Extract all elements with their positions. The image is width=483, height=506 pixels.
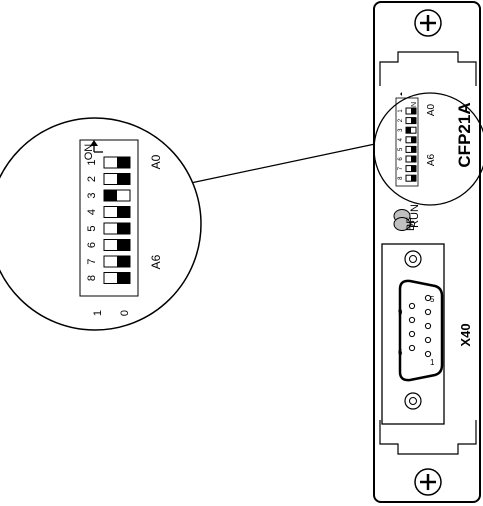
magnifier-source-circle — [373, 92, 483, 206]
dip-switch-number-8: 8 — [86, 275, 98, 281]
top-screw-icon — [414, 9, 442, 37]
module-dip-switch-number-1: 1 — [398, 109, 404, 113]
connector-top-screw-icon — [404, 250, 422, 268]
module-dip-switch-lever-5 — [411, 146, 416, 153]
module-dip-switch-lever-4 — [411, 136, 416, 143]
module-dip-switch-lever-8 — [411, 175, 416, 182]
sub-d-pin — [408, 302, 416, 310]
bf-led-label: BF — [405, 217, 417, 231]
dip-switch-lever-1 — [117, 157, 130, 168]
sub-d-pin — [424, 336, 432, 344]
module-dip-switch-lever-7 — [411, 165, 416, 172]
dip-switch-number-4: 4 — [86, 209, 98, 215]
dip-on-label: ON — [83, 144, 95, 161]
module-name-label: CFP21A — [455, 102, 474, 167]
dip-switch-lever-5 — [117, 223, 130, 234]
sub-d-pin — [424, 322, 432, 330]
module-dip-switch-number-8: 8 — [398, 176, 404, 180]
module-dip-switch-number-5: 5 — [398, 147, 404, 151]
bf-led-icon — [393, 217, 411, 231]
module-dip-switch-number-2: 2 — [398, 118, 404, 122]
dip-switch-number-6: 6 — [86, 242, 98, 248]
connector-label: X40 — [458, 323, 473, 346]
run-led-label: RUN — [409, 204, 421, 228]
dip-a0-label: A0 — [149, 154, 163, 169]
module-dip-switch-lever-3 — [406, 127, 411, 134]
pin-5-label: 5 — [430, 295, 435, 304]
pin-6-label: 6 — [398, 348, 403, 357]
sub-d-pin — [408, 330, 416, 338]
dip-switch-lever-6 — [117, 239, 130, 251]
module-dip-switch-number-7: 7 — [398, 166, 404, 170]
sub-d-pins — [408, 294, 432, 358]
magnifier-connector-line — [185, 143, 376, 185]
bottom-guide-bracket — [379, 420, 477, 455]
module-dip-switch-lever-1 — [411, 108, 416, 114]
dip-switch-lever-7 — [117, 256, 130, 267]
dip-switch-number-3: 3 — [86, 192, 98, 198]
dip-switch-number-5: 5 — [86, 225, 98, 231]
dip-switch-lever-2 — [117, 173, 130, 185]
dip-scale-on-label: 1 — [92, 310, 104, 316]
module-dip-switch-lever-6 — [411, 156, 416, 162]
pin-1-label: 1 — [430, 358, 435, 367]
dip-switch-lever-4 — [117, 206, 130, 218]
dip-switch-number-2: 2 — [86, 176, 98, 182]
sub-d-connector-shell — [398, 279, 444, 382]
dip-switch-number-1: 1 — [86, 159, 98, 165]
dip-switch-lever-3 — [104, 190, 117, 201]
module-dip-a6-label: A6 — [426, 153, 437, 166]
module-dip-on-label: ON — [411, 102, 418, 113]
module-dip-switch-number-4: 4 — [398, 137, 404, 141]
module-dip-switch-lever-2 — [411, 117, 416, 124]
dip-scale-off-label: 0 — [119, 310, 131, 316]
top-guide-bracket — [379, 51, 477, 86]
sub-d-pin — [424, 350, 432, 358]
bottom-screw-icon — [414, 468, 442, 496]
enlarged-dip-switch: 1 2 3 4 5 6 7 8 ON — [79, 139, 139, 297]
module-dip-switch-number-3: 3 — [398, 128, 404, 132]
module-dip-a0-label: A0 — [426, 103, 437, 116]
connector-bottom-screw-icon — [404, 392, 422, 410]
dip-switch-lever-8 — [117, 272, 130, 284]
dip-switch-number-7: 7 — [86, 258, 98, 264]
pin-9-label: 9 — [398, 308, 403, 317]
sub-d-pin — [408, 316, 416, 324]
sub-d-pin — [408, 344, 416, 352]
module-dip-switch-number-6: 6 — [398, 157, 404, 161]
dip-a6-label: A6 — [149, 254, 163, 269]
sub-d-pin — [424, 308, 432, 316]
sub-d-pin — [424, 294, 432, 302]
